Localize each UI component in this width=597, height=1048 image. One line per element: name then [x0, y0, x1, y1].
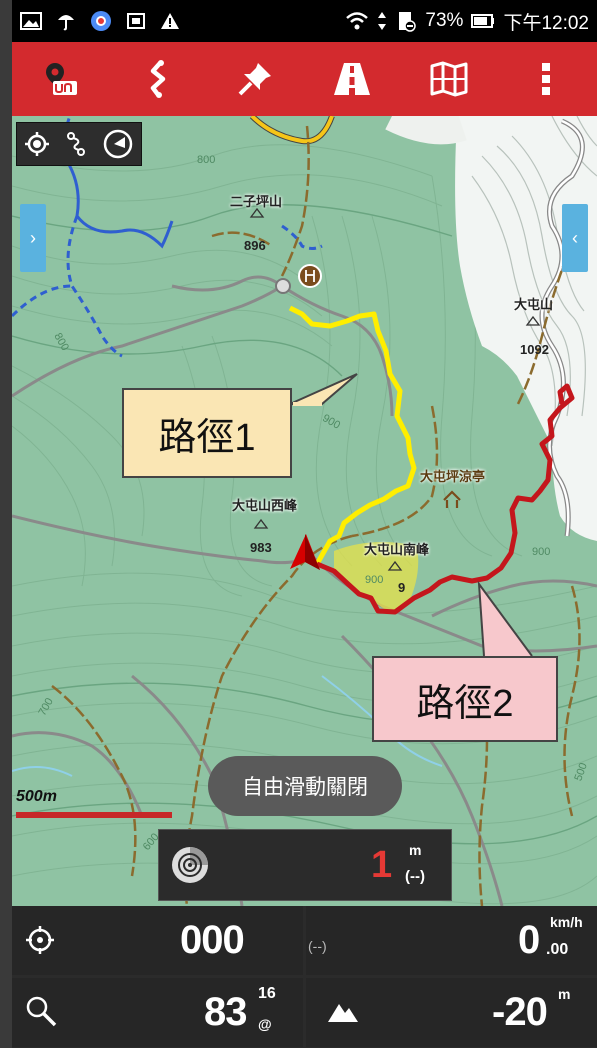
map-scale: 500m — [16, 788, 172, 818]
compass-icon[interactable] — [102, 128, 134, 160]
map-button[interactable] — [400, 42, 497, 116]
route-1-callout: 路徑1 — [122, 388, 292, 478]
pin-icon — [238, 63, 271, 96]
peak-elevation-label: 983 — [250, 540, 272, 555]
battery-saver-icon — [399, 12, 417, 32]
map-canvas — [12, 116, 597, 906]
restaurant-poi-icon[interactable] — [298, 264, 322, 288]
battery-percent: 73% — [425, 10, 464, 31]
zoom-level: 16 — [258, 985, 276, 1002]
left-panel-tab[interactable]: › — [20, 204, 46, 272]
main-toolbar — [12, 42, 597, 116]
scale-label: 500m — [16, 788, 57, 805]
contour-label: 900 — [365, 574, 384, 586]
contour-label: 900 — [532, 546, 551, 558]
app-logo-button[interactable] — [12, 42, 109, 116]
speed-cell[interactable]: (--) 0 km/h .00 — [306, 906, 597, 975]
zoom-at: @ — [258, 1016, 272, 1032]
coordinates-value: 000 — [180, 918, 245, 962]
peak-elevation-label: 896 — [244, 238, 266, 253]
altitude-cell[interactable]: -20 m — [306, 978, 597, 1047]
more-icon — [541, 63, 550, 95]
umbrella-icon — [58, 15, 74, 31]
map-layer-controls — [16, 122, 142, 166]
peak-name-label: 大屯山南峰 — [364, 542, 430, 557]
zoom-cell[interactable]: 83 16 @ — [12, 978, 303, 1047]
peak-name-label: 大屯山 — [514, 297, 554, 312]
speed-value: 0 — [518, 918, 540, 962]
coordinates-cell[interactable]: 000 — [12, 906, 303, 975]
scale-bar — [16, 812, 172, 818]
clock: 下午12:02 — [503, 12, 589, 34]
wifi-icon — [346, 12, 369, 30]
picture-icon — [20, 12, 42, 30]
right-panel-tab[interactable]: ‹ — [562, 204, 588, 272]
more-button[interactable] — [497, 42, 594, 116]
peak-name-label: 二子坪山 — [230, 194, 283, 209]
browser-icon — [91, 11, 111, 31]
route-icon — [150, 60, 165, 98]
altitude-unit: m — [558, 986, 571, 1002]
pin-button[interactable] — [206, 42, 303, 116]
info-dashboard: 000 (--) 0 km/h .00 83 16 @ -20 m — [12, 906, 597, 1048]
status-bar: 73% 下午12:02 — [12, 0, 597, 42]
recorder-distance-value: 1 — [371, 844, 393, 886]
recorder-distance-unit: m — [409, 842, 422, 858]
crosshair-icon — [26, 926, 54, 954]
zoom-value: 83 — [204, 990, 247, 1034]
mountain-icon — [328, 1004, 358, 1022]
recorder-disc-icon — [172, 847, 208, 883]
speed-unit: km/h — [550, 914, 583, 930]
battery-icon — [471, 14, 495, 28]
road-button[interactable] — [303, 42, 400, 116]
route-2-callout: 路徑2 — [372, 656, 558, 742]
app-logo-icon — [45, 63, 77, 95]
toast-message: 自由滑動關閉 — [208, 756, 402, 816]
recorder-distance-sub: (--) — [405, 868, 425, 885]
warning-icon — [161, 13, 179, 29]
road-icon — [333, 63, 370, 95]
route-button[interactable] — [109, 42, 206, 116]
data-arrows-icon — [378, 12, 387, 30]
chevron-right-icon: › — [30, 227, 36, 248]
coordinates-aux: (--) — [308, 938, 327, 954]
contour-label: 800 — [197, 154, 216, 166]
current-location-arrow-icon — [290, 534, 320, 570]
peak-elevation-label: 9 — [398, 580, 406, 595]
chevron-left-icon: ‹ — [572, 227, 578, 248]
tracks-icon[interactable] — [65, 131, 87, 157]
peak-name-label: 大屯山西峰 — [232, 498, 298, 513]
locate-icon[interactable] — [24, 131, 50, 157]
phone-frame: 73% 下午12:02 — [12, 0, 597, 1048]
pavilion-label: 大屯坪涼亭 — [420, 469, 486, 484]
speed-decimal: .00 — [546, 941, 569, 958]
peak-elevation-label: 1092 — [520, 342, 549, 357]
altitude-value: -20 — [492, 990, 548, 1034]
track-recorder-widget[interactable]: 1 m (--) — [158, 829, 452, 901]
sim-icon — [127, 13, 145, 29]
magnifier-icon — [26, 996, 57, 1027]
map-icon — [430, 61, 467, 97]
